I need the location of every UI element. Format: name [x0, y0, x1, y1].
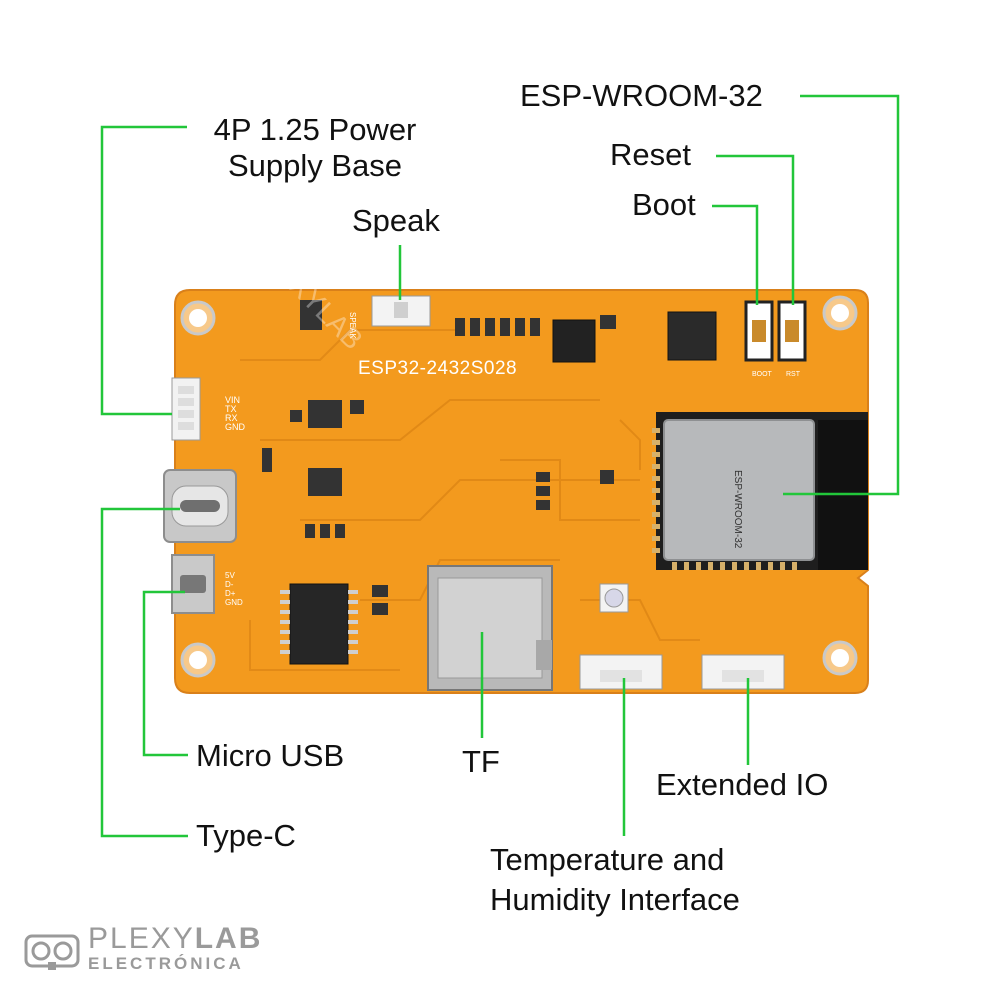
small-components	[262, 315, 616, 615]
label-speak: Speak	[352, 203, 440, 238]
board-model: ESP32-2432S028	[358, 358, 517, 379]
line-power	[100, 125, 187, 416]
pin-label-tx: TX	[225, 404, 237, 414]
plexylab-logo: PLEXYLAB ELECTRÓNICA	[24, 922, 264, 978]
label-power-supply: 4P 1.25 Power Supply Base	[190, 110, 440, 186]
label-temp-line2: Humidity Interface	[490, 882, 740, 917]
logo-text-plain: PLEXY	[88, 922, 195, 955]
usb-pin-gnd: GND	[225, 598, 243, 607]
label-tf: TF	[462, 744, 500, 779]
boot-button	[744, 300, 774, 362]
reset-button	[777, 300, 807, 362]
pin-label-vin: VIN	[225, 395, 240, 405]
logo-text-main: PLEXYLAB	[88, 922, 262, 956]
module-label: ESP-WROOM-32	[732, 470, 743, 549]
label-power-line1: 4P 1.25 Power	[213, 112, 417, 147]
line-reset	[716, 154, 795, 305]
tf-slot	[427, 565, 553, 691]
label-temp-line1: Temperature and	[490, 842, 725, 877]
esp32-module: ESP-WROOM-32	[652, 412, 868, 570]
line-micro-usb	[142, 590, 188, 757]
silk-boot: BOOT	[752, 371, 773, 378]
silk-rst: RST	[786, 371, 801, 378]
silk-speak: SPEAK	[348, 312, 357, 339]
micro-usb-port	[171, 554, 215, 614]
callout-lines	[100, 94, 900, 838]
power-connector	[171, 377, 201, 441]
extio-connector	[701, 654, 785, 690]
logo-text-bold: LAB	[194, 922, 263, 955]
label-boot: Boot	[632, 187, 696, 222]
speaker-connector	[371, 295, 431, 327]
usb-pin-dm: D-	[225, 580, 234, 589]
usb-pin-dp: D+	[225, 589, 236, 598]
logo-text-sub: ELECTRÓNICA	[88, 954, 244, 973]
label-reset: Reset	[610, 137, 691, 172]
rgb-led	[599, 583, 629, 613]
label-type-c: Type-C	[196, 818, 296, 853]
usb-pin-5v: 5V	[225, 571, 235, 580]
label-power-line2: Supply Base	[227, 148, 403, 183]
type-c-port	[163, 469, 237, 543]
pin-label-gnd: GND	[225, 422, 246, 432]
temp-connector	[579, 654, 663, 690]
line-boot	[712, 204, 759, 305]
line-esp	[783, 94, 900, 496]
mounting-holes	[180, 295, 858, 678]
line-type-c	[100, 507, 188, 838]
label-esp-wroom: ESP-WROOM-32	[520, 78, 763, 113]
label-micro-usb: Micro USB	[196, 738, 345, 773]
ics	[280, 300, 717, 665]
pcb-board: VIN TX RX GND 5V D- D+ GND SPEAK ESP32-2…	[163, 232, 869, 694]
pin-label-rx: RX	[225, 413, 238, 423]
label-extended-io: Extended IO	[656, 767, 829, 802]
goggles-icon	[24, 934, 80, 970]
